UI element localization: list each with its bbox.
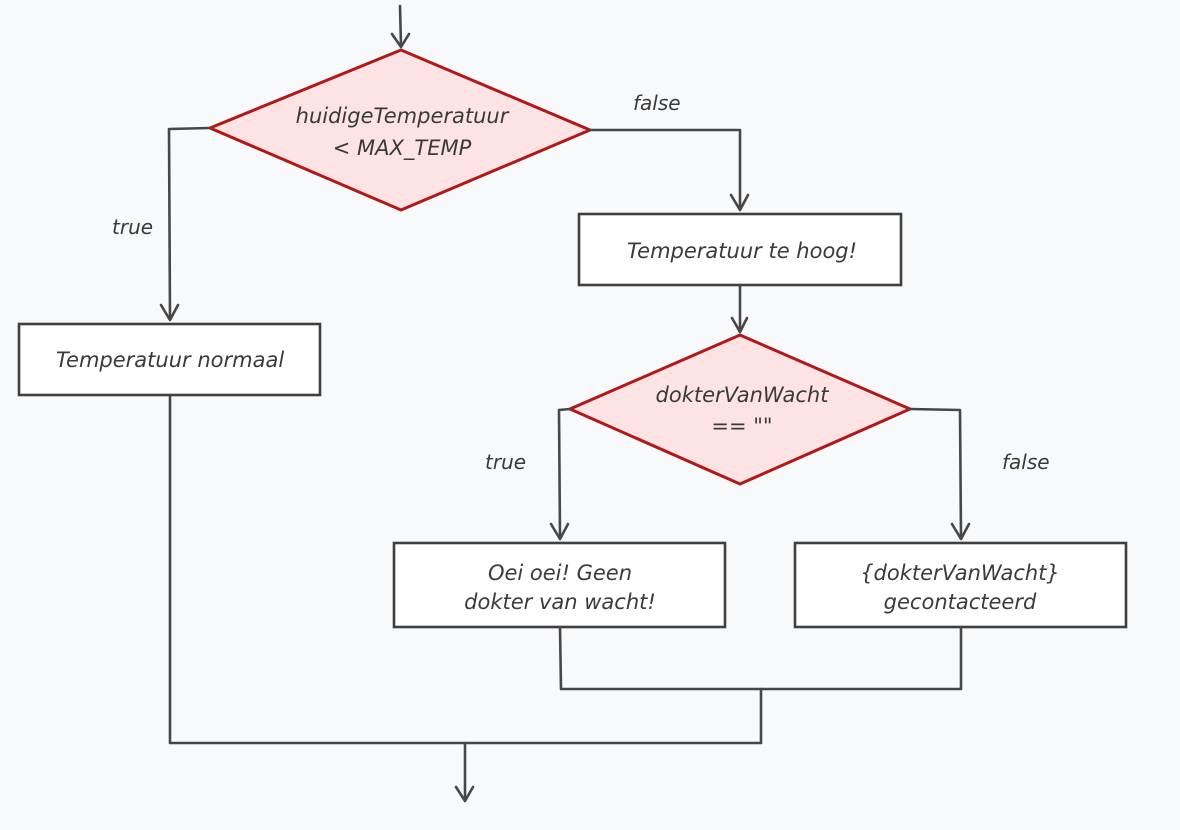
decision-doctor-line1: dokterVanWacht <box>656 383 830 407</box>
edge-temp-false <box>588 128 750 212</box>
process-no-doctor-box <box>392 541 727 629</box>
edge-temp-true-label: true <box>112 215 153 239</box>
process-temp-normal[interactable]: Temperatuur normaal <box>17 322 322 397</box>
decision-temp-line1: huidigeTemperatuur <box>296 104 510 128</box>
process-doctor-contacted[interactable]: {dokterVanWacht} gecontacteerd <box>793 541 1128 629</box>
edge-doctor-true-label: true <box>485 450 526 474</box>
process-doctor-contacted-line2: gecontacteerd <box>884 590 1037 614</box>
entry-arrow <box>390 4 411 49</box>
process-temp-normal-box <box>17 322 322 397</box>
process-no-doctor-line1: Oei oei! Geen <box>488 561 632 585</box>
edge-temp-true <box>159 126 212 322</box>
process-temp-too-high-box <box>577 212 903 287</box>
decision-temp-shape <box>208 48 592 212</box>
edge-to-doctor-check <box>730 283 749 334</box>
exit-arrow <box>454 741 475 803</box>
process-no-doctor-line2: dokter van wacht! <box>464 590 656 614</box>
process-temp-normal-label: Temperatuur normaal <box>56 348 285 372</box>
decision-doctor-line2: == "" <box>711 414 772 438</box>
edge-doctor-true <box>549 407 572 541</box>
process-temp-too-high[interactable]: Temperatuur te hoog! <box>577 212 903 287</box>
edge-doctor-false <box>908 407 971 541</box>
process-temp-too-high-label: Temperatuur te hoog! <box>627 239 857 263</box>
edge-temp-false-label: false <box>633 91 681 115</box>
process-doctor-contacted-line1: {dokterVanWacht} <box>860 561 1060 585</box>
decision-doctor-check[interactable]: dokterVanWacht == "" <box>568 333 912 486</box>
process-no-doctor[interactable]: Oei oei! Geen dokter van wacht! <box>392 541 727 629</box>
merge-doctor-branches <box>558 625 963 691</box>
decision-doctor-shape <box>568 333 912 486</box>
decision-temp-check[interactable]: huidigeTemperatuur < MAX_TEMP <box>208 48 592 212</box>
decision-temp-line2: < MAX_TEMP <box>333 136 472 161</box>
process-doctor-contacted-box <box>793 541 1128 629</box>
edge-doctor-false-label: false <box>1002 450 1050 474</box>
